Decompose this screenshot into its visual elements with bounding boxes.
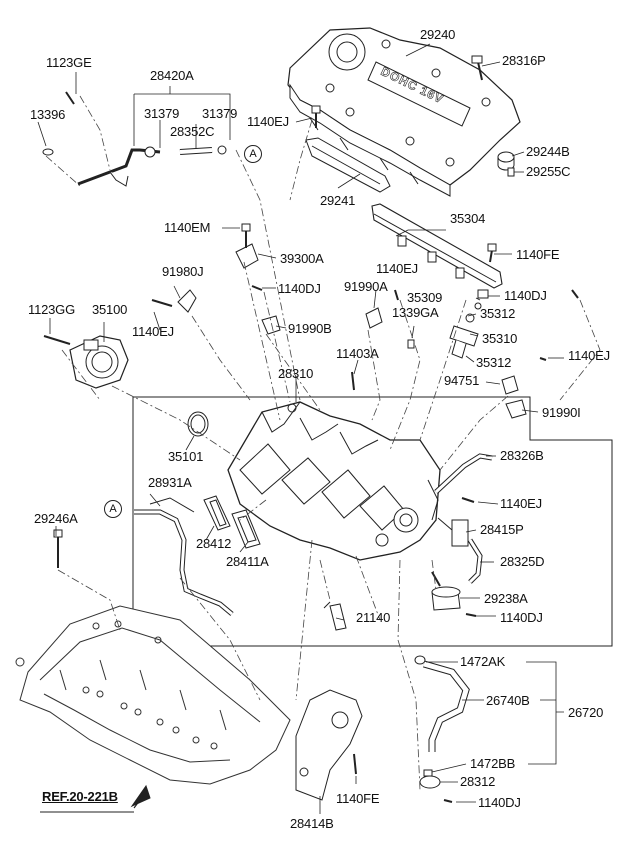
label-1339ga: 1339GA [392, 305, 439, 320]
label-1140ej-far-right: 1140EJ [568, 348, 610, 363]
label-29244b: 29244B [526, 144, 570, 159]
cylinder-block-ref [15, 605, 291, 785]
label-1140ej-throttle: 1140EJ [132, 324, 174, 339]
label-28352c: 28352C [170, 124, 215, 139]
bolt-28316p [471, 55, 483, 81]
label-29241: 29241 [320, 193, 356, 208]
injector [449, 302, 482, 359]
water-pipe-assembly [77, 145, 227, 187]
label-21140: 21140 [356, 610, 391, 625]
label-35312-lower: 35312 [476, 355, 512, 370]
label-1140dj-left: 1140DJ [278, 281, 321, 296]
sensor-21140 [329, 603, 347, 631]
hose-28326b [434, 453, 493, 494]
bracket-91980j [177, 289, 197, 313]
intake-manifold [227, 401, 441, 561]
label-1140dj-bottom: 1140DJ [478, 795, 521, 810]
label-31379-left: 31379 [144, 106, 180, 121]
label-91990i: 91990I [542, 405, 581, 420]
guide-lines [45, 95, 601, 791]
throttle-gasket [187, 411, 209, 437]
throttle-body [69, 335, 129, 389]
label-1140ej-lower: 1140EJ [500, 496, 542, 511]
label-29240: 29240 [420, 27, 456, 42]
label-1140dj-right: 1140DJ [504, 288, 547, 303]
label-91980j: 91980J [162, 264, 204, 279]
circle-ref-a-top: A [244, 145, 262, 163]
label-35101: 35101 [168, 449, 204, 464]
vacuum-actuator [431, 571, 461, 611]
leader-lines [37, 43, 564, 814]
label-31379-right: 31379 [202, 106, 238, 121]
label-11403a: 11403A [336, 346, 379, 361]
label-94751: 94751 [444, 373, 480, 388]
label-35312-upper: 35312 [480, 306, 516, 321]
map-sensor [235, 223, 259, 269]
label-1140ej-cover: 1140EJ [247, 114, 289, 129]
label-1123ge: 1123GE [46, 55, 92, 70]
label-28325d: 28325D [500, 554, 545, 569]
label-35310: 35310 [482, 331, 518, 346]
fuel-rail [371, 203, 503, 299]
label-91990a: 91990A [344, 279, 388, 294]
label-1140em: 1140EM [164, 220, 211, 235]
cylinder-head-cover: DOHC 16V [287, 27, 521, 197]
label-28931a: 28931A [148, 475, 192, 490]
label-28316p: 28316P [502, 53, 546, 68]
label-29255c: 29255C [526, 164, 571, 179]
label-28414b: 28414B [290, 816, 334, 831]
label-1140ej-mid: 1140EJ [376, 261, 418, 276]
label-28310: 28310 [278, 366, 314, 381]
circle-ref-a-left: A [104, 500, 122, 518]
fitting-28312 [419, 775, 441, 789]
label-35304: 35304 [450, 211, 486, 226]
label-29246a: 29246A [34, 511, 78, 526]
label-35309: 35309 [407, 290, 443, 305]
label-29238a: 29238A [484, 591, 528, 606]
cover-gasket [305, 137, 391, 193]
label-1140fe-bracket: 1140FE [336, 791, 380, 806]
label-28411a: 28411A [226, 554, 269, 569]
label-1472ak: 1472AK [460, 654, 506, 669]
label-26740b: 26740B [486, 693, 530, 708]
label-35100: 35100 [92, 302, 128, 317]
label-28326b: 28326B [500, 448, 544, 463]
label-28412: 28412 [196, 536, 232, 551]
bracket-28414b [295, 689, 363, 801]
label-28420a: 28420A [150, 68, 194, 83]
label-39300a: 39300A [280, 251, 324, 266]
label-28415p: 28415P [480, 522, 524, 537]
label-1472bb: 1472BB [470, 756, 516, 771]
label-91990b: 91990B [288, 321, 332, 336]
ref-link-20-221b[interactable]: REF.20-221B [42, 789, 118, 804]
label-1140fe-rail: 1140FE [516, 247, 560, 262]
label-28312: 28312 [460, 774, 496, 789]
label-1140dj-actuator: 1140DJ [500, 610, 543, 625]
label-26720: 26720 [568, 705, 604, 720]
label-1123gg: 1123GG [28, 302, 75, 317]
label-13396: 13396 [30, 107, 66, 122]
